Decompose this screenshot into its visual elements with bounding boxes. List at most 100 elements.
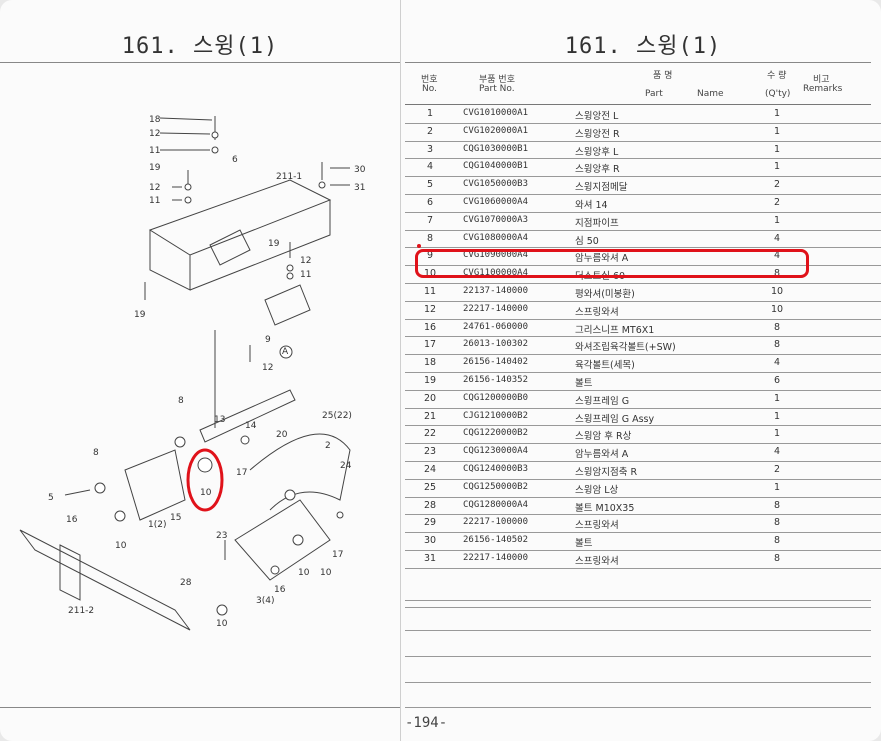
callout-A: A <box>282 347 289 357</box>
callout-5: 5 <box>48 493 54 503</box>
pipe-7 <box>199 389 296 443</box>
callout-11b: 11 <box>149 196 160 206</box>
empty-rule <box>405 707 871 708</box>
empty-rule <box>405 682 871 683</box>
empty-rule <box>405 600 871 601</box>
callout-12c: 12 <box>300 256 311 266</box>
parts-list-panel: 161. 스윙(1) 번호 No. 부품 번호 Part No. 품 명 Par… <box>405 0 881 741</box>
parts-list-title: 161. 스윙(1) <box>564 34 722 59</box>
callout-15: 15 <box>170 513 181 523</box>
callout-12: 12 <box>149 129 160 139</box>
callout-13: 13 <box>214 415 225 425</box>
callout-11c: 11 <box>300 270 311 280</box>
header-qty-ko: 수 량 <box>767 71 787 81</box>
header-rule <box>405 104 871 105</box>
table-header: 번호 No. 부품 번호 Part No. 품 명 Part Name 수 량 … <box>405 66 881 106</box>
bracket-6 <box>209 229 251 266</box>
callout-10d: 10 <box>216 619 228 629</box>
callout-211-2: 211-2 <box>68 606 94 616</box>
bottom-divider <box>0 707 400 708</box>
callout-10: 10 <box>200 488 212 498</box>
empty-rule <box>405 630 871 631</box>
callout-16: 16 <box>66 515 78 525</box>
red-mark <box>417 244 421 248</box>
swing-frame-20 <box>249 433 351 511</box>
callout-9: 9 <box>265 335 271 345</box>
header-part-ko: 부품 번호 <box>479 75 515 85</box>
shim-8 <box>174 436 186 448</box>
page-number: -194- <box>405 715 448 731</box>
header-no-en: No. <box>422 84 437 94</box>
bracket-middle <box>264 284 311 326</box>
diagram-panel: 161. 스윙(1) <box>0 0 401 741</box>
arm-left <box>124 449 186 521</box>
empty-rule <box>405 656 871 657</box>
header-name-en-name: Name <box>697 89 724 99</box>
callout-24: 24 <box>340 461 352 471</box>
exploded-view-diagram: 18 12 11 19 12 11 6 211-1 30 31 19 12 11… <box>19 115 366 631</box>
header-remarks-ko: 비고 <box>813 75 830 85</box>
callout-10c: 10 <box>298 568 310 578</box>
callout-19c: 19 <box>268 239 280 249</box>
callout-2: 2 <box>325 441 331 451</box>
rail-lower <box>19 529 191 631</box>
callout-19: 19 <box>149 163 161 173</box>
title-divider <box>0 62 400 63</box>
callout-17: 17 <box>236 468 247 478</box>
callout-211-1: 211-1 <box>276 172 302 182</box>
callout-10b: 10 <box>115 541 127 551</box>
callout-10e: 10 <box>320 568 332 578</box>
header-name-en-part: Part <box>645 89 663 99</box>
callout-16b: 16 <box>274 585 286 595</box>
callout-6: 6 <box>232 155 238 165</box>
callout-31: 31 <box>354 183 365 193</box>
callout-19d: 19 <box>134 310 146 320</box>
arm-right <box>234 499 331 581</box>
highlight-part-10-row <box>415 249 809 278</box>
header-no-ko: 번호 <box>421 75 438 85</box>
callout-3-4: 3(4) <box>256 596 274 606</box>
callout-8: 8 <box>178 396 184 406</box>
empty-rule <box>405 607 871 608</box>
highlight-part-10-diagram <box>186 448 224 512</box>
callout-1-2: 1(2) <box>148 520 166 530</box>
callout-18: 18 <box>149 115 161 125</box>
header-qty-en: (Q'ty) <box>765 89 791 99</box>
header-remarks-en: Remarks <box>803 84 843 94</box>
callout-28: 28 <box>180 578 192 588</box>
frame-side <box>149 230 191 291</box>
callout-12d: 12 <box>262 363 273 373</box>
diagram-title: 161. 스윙(1) <box>121 34 279 59</box>
callout-23: 23 <box>216 531 227 541</box>
callout-11: 11 <box>149 146 160 156</box>
title-divider-right <box>405 62 871 63</box>
header-part-en: Part No. <box>479 84 515 94</box>
callout-8b: 8 <box>93 448 99 458</box>
callout-30: 30 <box>354 165 366 175</box>
callout-14: 14 <box>245 421 257 431</box>
callout-12b: 12 <box>149 183 160 193</box>
